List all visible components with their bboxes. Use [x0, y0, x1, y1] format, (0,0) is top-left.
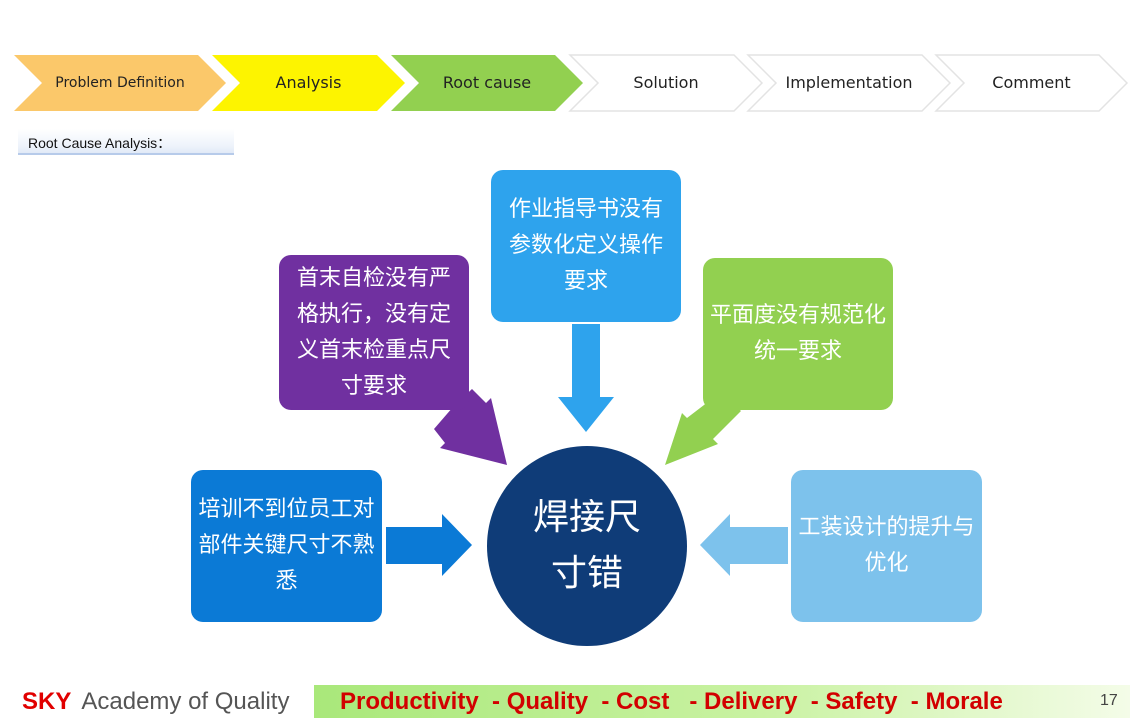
- section-heading: Root Cause Analysis：: [18, 129, 234, 155]
- brand-name: SKY: [22, 688, 72, 715]
- step-chevron-comment[interactable]: [934, 54, 1129, 112]
- footer-values-band: [314, 685, 1130, 718]
- cause-text-self-inspection: 首末自检没有严格执行，没有定义首末检重点尺寸要求: [296, 265, 451, 399]
- arrow-from-top: [558, 324, 614, 432]
- cause-text-training: 培训不到位员工对部件关键尺寸不熟悉: [198, 497, 375, 594]
- footer-brand: SKY Academy of Quality: [22, 686, 289, 718]
- step-label-analysis: Analysis: [275, 73, 342, 92]
- cause-text-flatness: 平面度没有规范化统一要求: [710, 303, 887, 364]
- cause-box-work-instruction: 作业指导书没有参数化定义操作要求: [491, 170, 681, 322]
- problem-text: 焊接尺寸错: [532, 497, 641, 594]
- cause-box-flatness: 平面度没有规范化统一要求: [703, 258, 893, 410]
- arrow-from-left: [386, 514, 472, 576]
- arrow-from-right: [700, 514, 788, 576]
- footer-values: Productivity - Quality - Cost - Delivery…: [340, 688, 1003, 715]
- step-label-implementation: Implementation: [785, 73, 913, 92]
- cause-box-self-inspection: 首末自检没有严格执行，没有定义首末检重点尺寸要求: [279, 255, 469, 410]
- cause-text-work-instruction: 作业指导书没有参数化定义操作要求: [508, 197, 663, 294]
- step-label-solution: Solution: [633, 73, 699, 92]
- brand-organization: Academy of Quality: [81, 688, 290, 715]
- cause-text-fixture: 工装设计的提升与优化: [798, 515, 975, 576]
- problem-circle: 焊接尺寸错: [487, 446, 687, 646]
- step-chevron-solution[interactable]: [568, 54, 764, 112]
- step-chevron-root-cause[interactable]: [391, 55, 583, 111]
- step-chevron-problem-definition[interactable]: [14, 55, 226, 111]
- step-chevron-implementation[interactable]: [746, 54, 952, 112]
- arrow-from-upper-right: [665, 392, 741, 465]
- section-heading-text: Root Cause Analysis：: [28, 135, 172, 151]
- step-label-root-cause: Root cause: [442, 73, 532, 92]
- process-step-bar: [14, 54, 1129, 112]
- cause-box-training: 培训不到位员工对部件关键尺寸不熟悉: [191, 470, 382, 622]
- step-label-comment: Comment: [992, 73, 1071, 92]
- step-chevron-analysis[interactable]: [212, 55, 405, 111]
- cause-box-fixture: 工装设计的提升与优化: [791, 470, 982, 622]
- step-label-problem-definition: Problem Definition: [55, 75, 185, 91]
- page-number: 17: [1100, 692, 1118, 709]
